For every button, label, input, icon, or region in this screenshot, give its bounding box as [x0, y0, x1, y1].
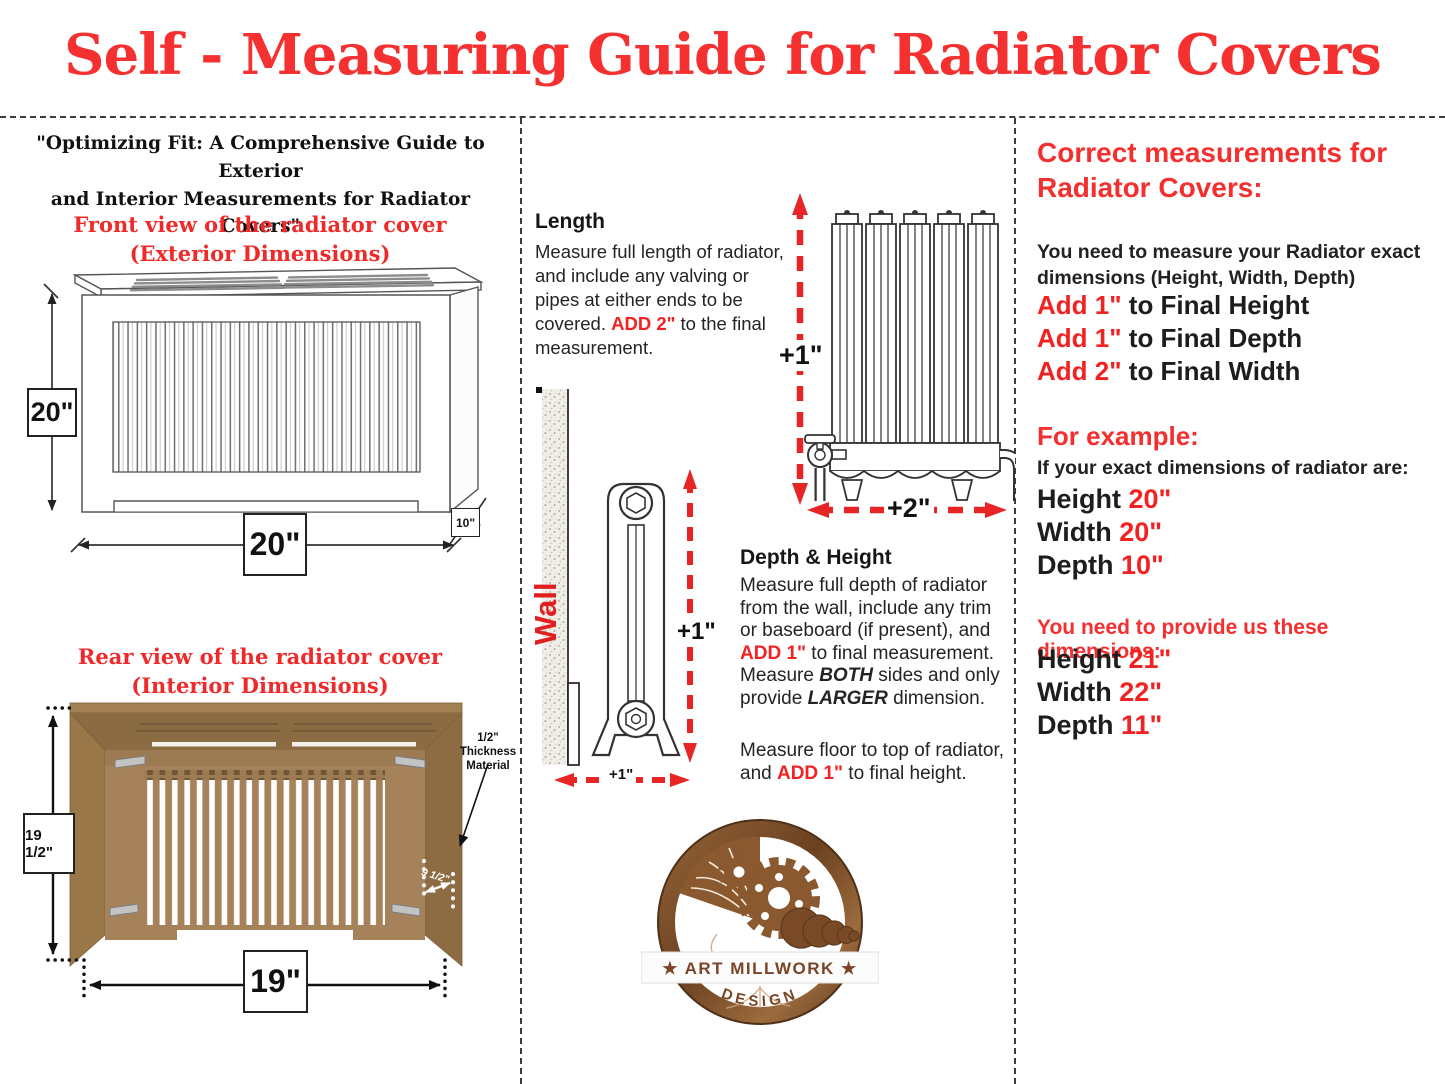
- right-column-divider: [1014, 118, 1016, 1084]
- thickness-note: 1/2" Thickness Material: [459, 732, 517, 772]
- radiator-valve: [804, 434, 847, 501]
- example-dimensions: Height 20" Width 20" Depth 10": [1037, 483, 1171, 582]
- left-column-divider: [520, 118, 522, 1084]
- length-text-2: to the final measurement.: [535, 313, 766, 359]
- width-arrow-label: +2": [884, 493, 934, 524]
- rear-view-title: Rear view of the radiator cover: [77, 644, 443, 669]
- rule-add-value: Add 1": [1037, 290, 1122, 320]
- rule-text: to Final Width: [1121, 356, 1301, 386]
- side-height-arrow-label: +1": [674, 618, 719, 646]
- dh-both: BOTH: [819, 665, 874, 687]
- dim-value: 20": [1119, 517, 1163, 547]
- dim-value: 20": [1128, 484, 1172, 514]
- dim-label: Width: [1037, 677, 1120, 707]
- front-view-drawing: [43, 267, 487, 553]
- dim-label: Depth: [1037, 550, 1121, 580]
- measurement-rules: Add 1" to Final Height Add 1" to Final D…: [1037, 289, 1309, 388]
- rule-line: Add 1" to Final Height: [1037, 289, 1309, 322]
- rule-line: Add 1" to Final Depth: [1037, 322, 1309, 355]
- intro-quote: "Optimizing Fit: A Comprehensive Guide t…: [36, 133, 485, 238]
- example-row: Depth 10": [1037, 549, 1171, 582]
- length-heading: Length: [535, 210, 605, 233]
- logo-banner-text: ★ ART MILLWORK ★: [662, 959, 858, 978]
- dim-label: Height: [1037, 644, 1129, 674]
- dim-label: Height: [1037, 484, 1129, 514]
- page-title: Self - Measuring Guide for Radiator Cove…: [64, 22, 1382, 88]
- front-width-box: 20": [243, 513, 307, 576]
- wall-label: Wall: [530, 582, 563, 645]
- right-intro: You need to measure your Radiator exact …: [1037, 241, 1421, 289]
- wall-texture: [542, 389, 568, 765]
- dim-label: Width: [1037, 517, 1120, 547]
- wall-side-view-drawing: Wall: [530, 387, 697, 787]
- height-arrow-label: +1": [776, 340, 826, 371]
- dh-text-2: to final measurement. Measure: [740, 642, 995, 687]
- floor-height-paragraph: Measure floor to top of radiator, and AD…: [740, 740, 1030, 785]
- rear-depth-annotation: [422, 859, 455, 914]
- example-row: Width 20": [1037, 516, 1171, 549]
- depth-height-heading: Depth & Height: [740, 546, 892, 569]
- mounting-brackets: [109, 755, 426, 917]
- dh2-text-2: to final height.: [843, 762, 967, 784]
- dh-larger: LARGER: [807, 688, 888, 710]
- dim-value: 21": [1128, 644, 1172, 674]
- front-depth-box: 10": [451, 508, 480, 537]
- baseboard: [567, 682, 580, 766]
- provide-heading: You need to provide us these dimensions:: [1037, 616, 1329, 663]
- depth-height-paragraph: Measure full depth of radiator from the …: [740, 575, 1030, 711]
- rear-height-box: 19 1/2": [23, 813, 75, 874]
- rule-add-value: Add 2": [1037, 356, 1122, 386]
- provide-row: Height 21": [1037, 643, 1171, 676]
- dim-label: Depth: [1037, 710, 1121, 740]
- dim-value: 11": [1121, 710, 1163, 740]
- rule-line: Add 2" to Final Width: [1037, 355, 1309, 388]
- dh2-text-1: Measure floor to top of radiator, and: [740, 740, 1005, 784]
- dh-text-1: Measure full depth of radiator from the …: [740, 575, 992, 642]
- rear-view-subtitle: (Interior Dimensions): [131, 673, 389, 698]
- side-depth-arrow-label: +1": [606, 766, 637, 783]
- rule-text: to Final Height: [1121, 290, 1310, 320]
- front-view-subtitle: (Exterior Dimensions): [129, 241, 391, 266]
- provide-row: Width 22": [1037, 676, 1171, 709]
- dh-add-note: ADD 1": [740, 642, 807, 664]
- example-heading: For example:: [1037, 421, 1199, 451]
- provide-dimensions: Height 21" Width 22" Depth 11": [1037, 643, 1171, 742]
- top-divider: [0, 116, 1445, 118]
- length-paragraph: Measure full length of radiator, and inc…: [535, 240, 815, 360]
- example-intro: If your exact dimensions of radiator are…: [1037, 457, 1409, 479]
- drill-cone: [780, 907, 860, 949]
- example-row: Height 20": [1037, 483, 1171, 516]
- dh2-add-note: ADD 1": [776, 762, 844, 784]
- dh-text-4: dimension.: [887, 688, 986, 710]
- brand-logo: ★ ART MILLWORK ★ DESIGN: [641, 819, 879, 1025]
- provide-row: Depth 11": [1037, 709, 1171, 742]
- dh-text-3: sides and only provide: [740, 665, 1000, 710]
- front-view-title: Front view of the radiator cover: [73, 212, 447, 237]
- rule-text: to Final Depth: [1121, 323, 1303, 353]
- right-heading: Correct measurements for Radiator Covers…: [1037, 137, 1388, 203]
- rear-width-box: 19": [243, 950, 308, 1013]
- length-text: Measure full length of radiator, and inc…: [535, 241, 784, 335]
- top-vent-slots: [129, 273, 435, 292]
- length-add-note: ADD 2": [611, 313, 676, 335]
- side-radiator: [591, 482, 681, 757]
- dim-value: 10": [1121, 550, 1164, 580]
- rear-view-drawing: [46, 702, 489, 1000]
- front-height-box: 20": [27, 388, 77, 437]
- rule-add-value: Add 1": [1037, 323, 1122, 353]
- dim-value: 22": [1119, 677, 1163, 707]
